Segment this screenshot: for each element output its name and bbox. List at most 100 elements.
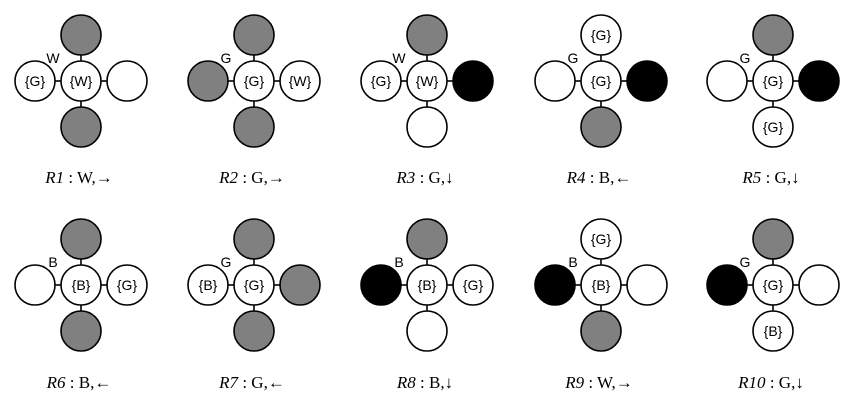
state-label: G [740, 50, 751, 66]
neighbor-label-left: {G} [25, 73, 46, 89]
neighbor-label-bottom: {G} [763, 119, 784, 135]
neighbor-node-bottom-white [406, 106, 448, 148]
rule-caption: R1 : W,→ [44, 168, 113, 187]
rule-caption: R4 : B,← [566, 168, 632, 187]
rule-r7: {B}{G}GR7 : G,← [187, 218, 321, 392]
neighbor-node-top-white [580, 14, 622, 56]
neighbor-node-top-gray [233, 218, 275, 260]
state-label: W [46, 50, 60, 66]
center-label: {G} [763, 277, 784, 293]
center-label: {W} [70, 73, 93, 89]
rule-name: R2 [218, 168, 238, 187]
rule-action: W [597, 373, 614, 392]
center-node [60, 264, 102, 306]
neighbor-node-top-gray [60, 218, 102, 260]
rule-arrow: ↓ [445, 373, 454, 392]
center-label: {B} [592, 277, 611, 293]
rule-arrow: → [616, 373, 633, 392]
neighbor-node-top-gray [60, 14, 102, 56]
rule-r3: {G}{W}WR3 : G,↓ [360, 14, 494, 187]
neighbor-label-top: {G} [591, 27, 612, 43]
rule-sep: : [238, 373, 251, 392]
neighbor-node-bottom-white [752, 310, 794, 352]
neighbor-node-bottom-gray [580, 310, 622, 352]
neighbor-node-left-black [706, 264, 748, 306]
rule-arrow: ← [94, 373, 111, 392]
neighbor-node-right-black [452, 60, 494, 102]
neighbor-node-bottom-gray [233, 106, 275, 148]
rule-name: R8 [396, 373, 416, 392]
neighbor-node-top-gray [752, 14, 794, 56]
state-label: G [221, 50, 232, 66]
rule-name: R4 [566, 168, 586, 187]
rule-comma: , [264, 168, 268, 187]
center-node [60, 60, 102, 102]
rule-sep: : [66, 373, 79, 392]
rule-r8: {G}{B}BR8 : B,↓ [360, 218, 494, 392]
neighbor-node-right-white [106, 264, 148, 306]
center-node [233, 60, 275, 102]
neighbor-label-right: {W} [289, 73, 312, 89]
neighbor-node-bottom-gray [60, 106, 102, 148]
neighbor-node-right-white [798, 264, 840, 306]
rule-name: R1 [44, 168, 64, 187]
rule-caption: R6 : B,← [46, 373, 112, 392]
rule-name: R6 [46, 373, 66, 392]
neighbor-node-right-white [452, 264, 494, 306]
state-label: B [48, 254, 57, 270]
neighbor-label-top: {G} [591, 231, 612, 247]
center-node [406, 60, 448, 102]
neighbor-label-right: {G} [117, 277, 138, 293]
neighbor-node-left-white [14, 60, 56, 102]
rule-name: R3 [395, 168, 415, 187]
state-label: B [394, 254, 403, 270]
neighbor-node-right-white [279, 60, 321, 102]
rule-sep: : [416, 373, 429, 392]
rule-arrow: ← [614, 168, 631, 187]
neighbor-label-right: {G} [463, 277, 484, 293]
rule-sep: : [766, 373, 779, 392]
rule-name: R9 [564, 373, 584, 392]
rule-action: G [251, 168, 263, 187]
rule-r4: {G}{G}GR4 : B,← [534, 14, 668, 187]
center-node [580, 60, 622, 102]
rule-action: W [77, 168, 94, 187]
neighbor-node-top-gray [406, 218, 448, 260]
rule-comma: , [791, 373, 795, 392]
state-label: G [221, 254, 232, 270]
center-label: {G} [244, 277, 265, 293]
neighbor-node-bottom-gray [60, 310, 102, 352]
neighbor-label-bottom: {B} [764, 323, 783, 339]
rule-comma: , [610, 168, 614, 187]
center-label: {G} [244, 73, 265, 89]
neighbor-node-left-white [14, 264, 56, 306]
rule-caption: R2 : G,→ [218, 168, 285, 187]
neighbor-node-right-black [626, 60, 668, 102]
neighbor-node-bottom-white [752, 106, 794, 148]
neighbor-label-left: {G} [371, 73, 392, 89]
neighbor-node-bottom-gray [580, 106, 622, 148]
neighbor-node-bottom-white [406, 310, 448, 352]
rule-comma: , [441, 168, 445, 187]
rule-comma: , [90, 373, 94, 392]
neighbor-node-left-black [534, 264, 576, 306]
neighbor-label-left: {B} [199, 277, 218, 293]
neighbor-node-left-white [187, 264, 229, 306]
center-node [752, 264, 794, 306]
rule-comma: , [264, 373, 268, 392]
rule-sep: : [761, 168, 774, 187]
rule-arrow: → [96, 168, 113, 187]
state-label: G [568, 50, 579, 66]
rule-sep: : [64, 168, 77, 187]
rule-r1: {G}{W}WR1 : W,→ [14, 14, 148, 187]
neighbor-node-left-gray [187, 60, 229, 102]
rule-arrow: → [268, 168, 285, 187]
center-label: {W} [416, 73, 439, 89]
center-label: {B} [418, 277, 437, 293]
neighbor-node-top-gray [406, 14, 448, 56]
neighbor-node-left-white [534, 60, 576, 102]
rule-name: R5 [741, 168, 761, 187]
rule-caption: R10 : G,↓ [737, 373, 804, 392]
center-label: {G} [763, 73, 784, 89]
